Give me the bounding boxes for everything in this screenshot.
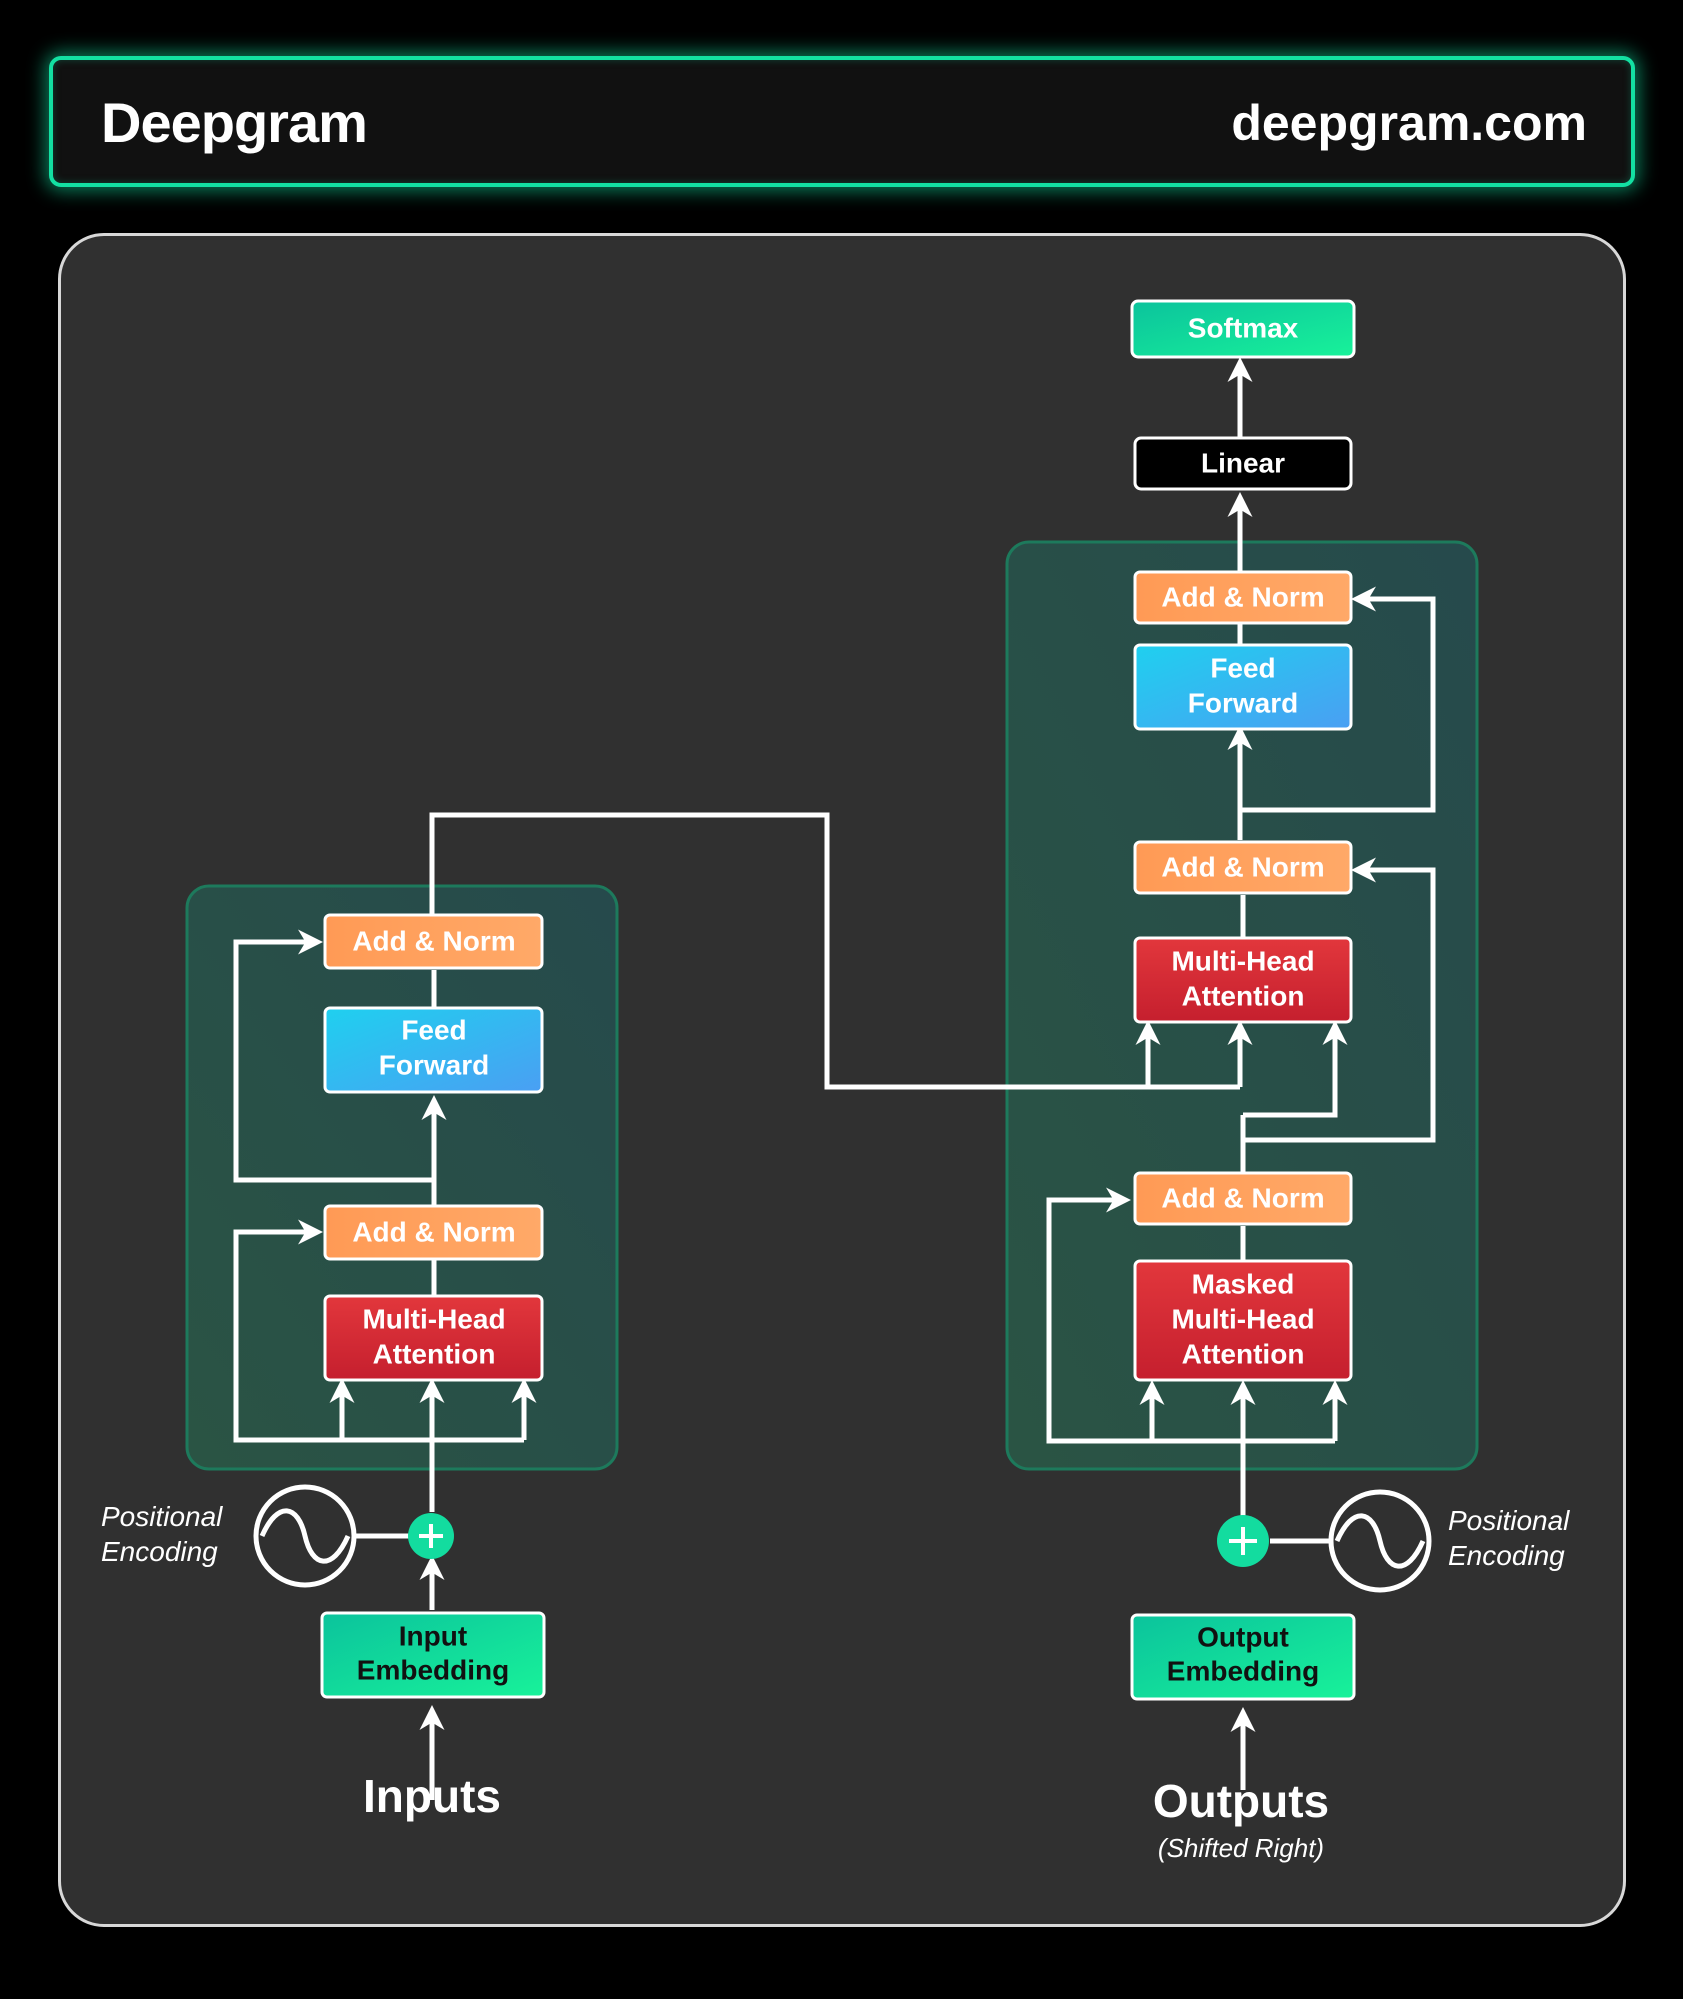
decoder-feed-forward-line1: Feed	[1210, 652, 1275, 683]
decoder-attention-line2: Attention	[1182, 980, 1305, 1011]
encoder-add-norm-top[interactable]: Add & Norm	[323, 913, 544, 970]
decoder-feed-forward-line2: Forward	[1188, 687, 1298, 718]
decoder-add-norm-mid-label: Add & Norm	[1161, 851, 1324, 882]
decoder-positional-label-2: Encoding	[1448, 1540, 1565, 1571]
header-bar: Deepgram deepgram.com	[49, 56, 1635, 187]
encoder-add-node	[408, 1513, 454, 1559]
deepgram-logo[interactable]: Deepgram	[101, 91, 368, 154]
decoder-feed-forward[interactable]: Feed Forward	[1133, 643, 1353, 731]
softmax-label: Softmax	[1188, 312, 1299, 343]
masked-attention-line2: Multi-Head	[1171, 1303, 1314, 1334]
encoder-add-norm-bottom-label: Add & Norm	[352, 1216, 515, 1247]
decoder-positional-label-1: Positional	[1448, 1505, 1570, 1536]
decoder-output-embedding[interactable]: Output Embedding	[1130, 1613, 1356, 1701]
masked-attention-line1: Masked	[1192, 1268, 1295, 1299]
softmax-box[interactable]: Softmax	[1130, 299, 1356, 359]
decoder-add-norm-bottom-label: Add & Norm	[1161, 1182, 1324, 1213]
inputs-label: Inputs	[363, 1770, 501, 1822]
output-embedding-line2: Embedding	[1167, 1655, 1319, 1686]
site-url[interactable]: deepgram.com	[1231, 95, 1587, 151]
input-embedding-line2: Embedding	[357, 1654, 509, 1685]
outputs-label: Outputs	[1153, 1775, 1329, 1827]
decoder-add-norm-bottom[interactable]: Add & Norm	[1133, 1171, 1353, 1226]
encoder-positional-wave-icon	[253, 1484, 357, 1588]
encoder-add-norm-top-label: Add & Norm	[352, 925, 515, 956]
encoder-attention-line1: Multi-Head	[362, 1303, 505, 1334]
encoder-attention-line2: Attention	[373, 1338, 496, 1369]
decoder-multi-head-attention[interactable]: Multi-Head Attention	[1133, 936, 1353, 1024]
linear-box[interactable]: Linear	[1133, 436, 1353, 491]
encoder-positional-label-2: Encoding	[101, 1536, 218, 1567]
decoder-masked-multi-head-attention[interactable]: Masked Multi-Head Attention	[1133, 1259, 1353, 1382]
encoder-feed-forward[interactable]: Feed Forward	[323, 1006, 544, 1094]
decoder-add-norm-top[interactable]: Add & Norm	[1133, 570, 1353, 625]
decoder-add-norm-mid[interactable]: Add & Norm	[1133, 840, 1353, 895]
encoder-feed-forward-line2: Forward	[379, 1049, 489, 1080]
encoder-feed-forward-line1: Feed	[401, 1014, 466, 1045]
input-embedding-line1: Input	[399, 1620, 467, 1651]
encoder-input-embedding[interactable]: Input Embedding	[320, 1611, 546, 1699]
encoder-positional-label-1: Positional	[101, 1501, 223, 1532]
decoder-add-norm-top-label: Add & Norm	[1161, 581, 1324, 612]
encoder-add-norm-bottom[interactable]: Add & Norm	[323, 1204, 544, 1261]
output-embedding-line1: Output	[1197, 1621, 1289, 1652]
connector-lines	[233, 357, 1436, 1800]
linear-label: Linear	[1201, 447, 1285, 478]
decoder-add-node	[1217, 1515, 1269, 1567]
outputs-sublabel: (Shifted Right)	[1158, 1833, 1324, 1863]
decoder-attention-line1: Multi-Head	[1171, 945, 1314, 976]
encoder-multi-head-attention[interactable]: Multi-Head Attention	[323, 1294, 544, 1382]
decoder-positional-wave-icon	[1328, 1489, 1432, 1593]
masked-attention-line3: Attention	[1182, 1338, 1305, 1369]
